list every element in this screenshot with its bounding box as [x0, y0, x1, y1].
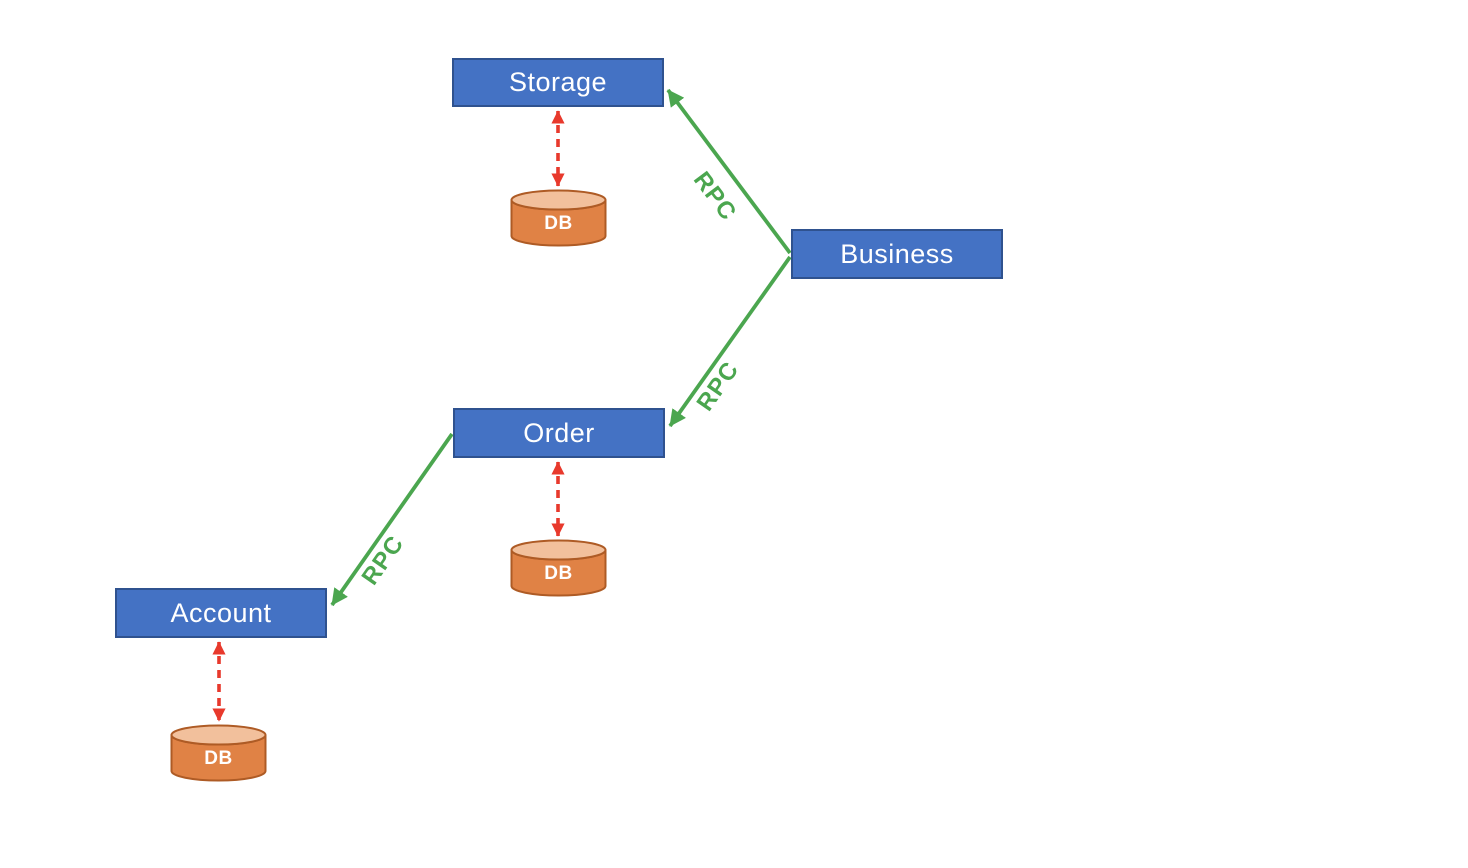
- node-storage-label: Storage: [508, 67, 608, 97]
- db-cylinder-shape: [510, 189, 607, 247]
- node-business[interactable]: Business: [791, 229, 1003, 279]
- node-order-label: Order: [523, 417, 595, 448]
- db-cylinder-order[interactable]: DB: [510, 539, 607, 597]
- db-cylinder-account[interactable]: DB: [170, 724, 267, 782]
- node-order[interactable]: Order: [453, 408, 665, 458]
- node-business-label: Business: [840, 238, 954, 269]
- db-cylinder-storage[interactable]: DB: [510, 189, 607, 247]
- db-label: DB: [204, 748, 233, 769]
- db-cylinder-shape: [510, 539, 607, 597]
- node-account-label: Account: [170, 597, 272, 628]
- rpc-arrow-business-to-storage: [666, 88, 792, 255]
- rpc-arrow-order-to-account: [330, 432, 454, 607]
- node-account[interactable]: Account: [115, 588, 327, 638]
- db-cylinder-shape: [170, 724, 267, 782]
- node-storage[interactable]: Storage: [452, 58, 664, 107]
- db-label: DB: [544, 563, 573, 584]
- rpc-arrow-business-to-order: [668, 255, 792, 428]
- db-label: DB: [544, 213, 573, 234]
